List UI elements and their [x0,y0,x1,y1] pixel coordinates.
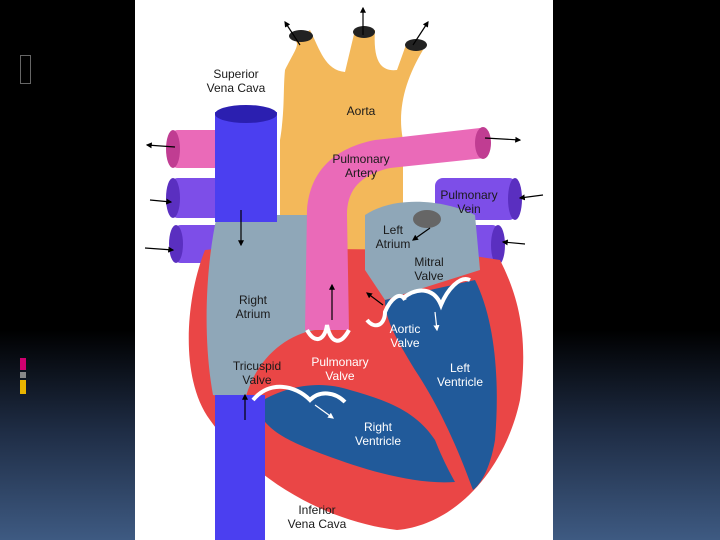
slide-bullet-marker [20,55,31,84]
left-ventricle [385,280,497,490]
flow-arrows [144,6,544,420]
label-aorta: Aorta [346,104,376,118]
accent-bar-gold [20,380,26,394]
left-atrium [365,201,480,300]
right-ventricle [255,385,455,483]
flow-arrows-white [314,311,440,419]
pulmonary-artery [305,128,485,330]
left-atrium-opening [413,210,441,228]
aorta-branch-opening-1 [289,30,313,42]
tricuspid-valve-shape [251,384,347,404]
heart-illustration [144,6,544,540]
aorta-branch-opening-2 [353,26,375,38]
aortic-valve-shape [365,293,407,328]
vena-cava [215,105,277,540]
mitral-valve-shape [401,277,471,311]
aorta-branch-opening-3 [405,39,427,51]
accent-bar-magenta [20,358,26,370]
pulmonary-artery-opening [475,127,491,159]
right-atrium [206,215,315,400]
accent-bar-gray [20,372,26,378]
pulmonary-valve-shape [305,324,351,343]
